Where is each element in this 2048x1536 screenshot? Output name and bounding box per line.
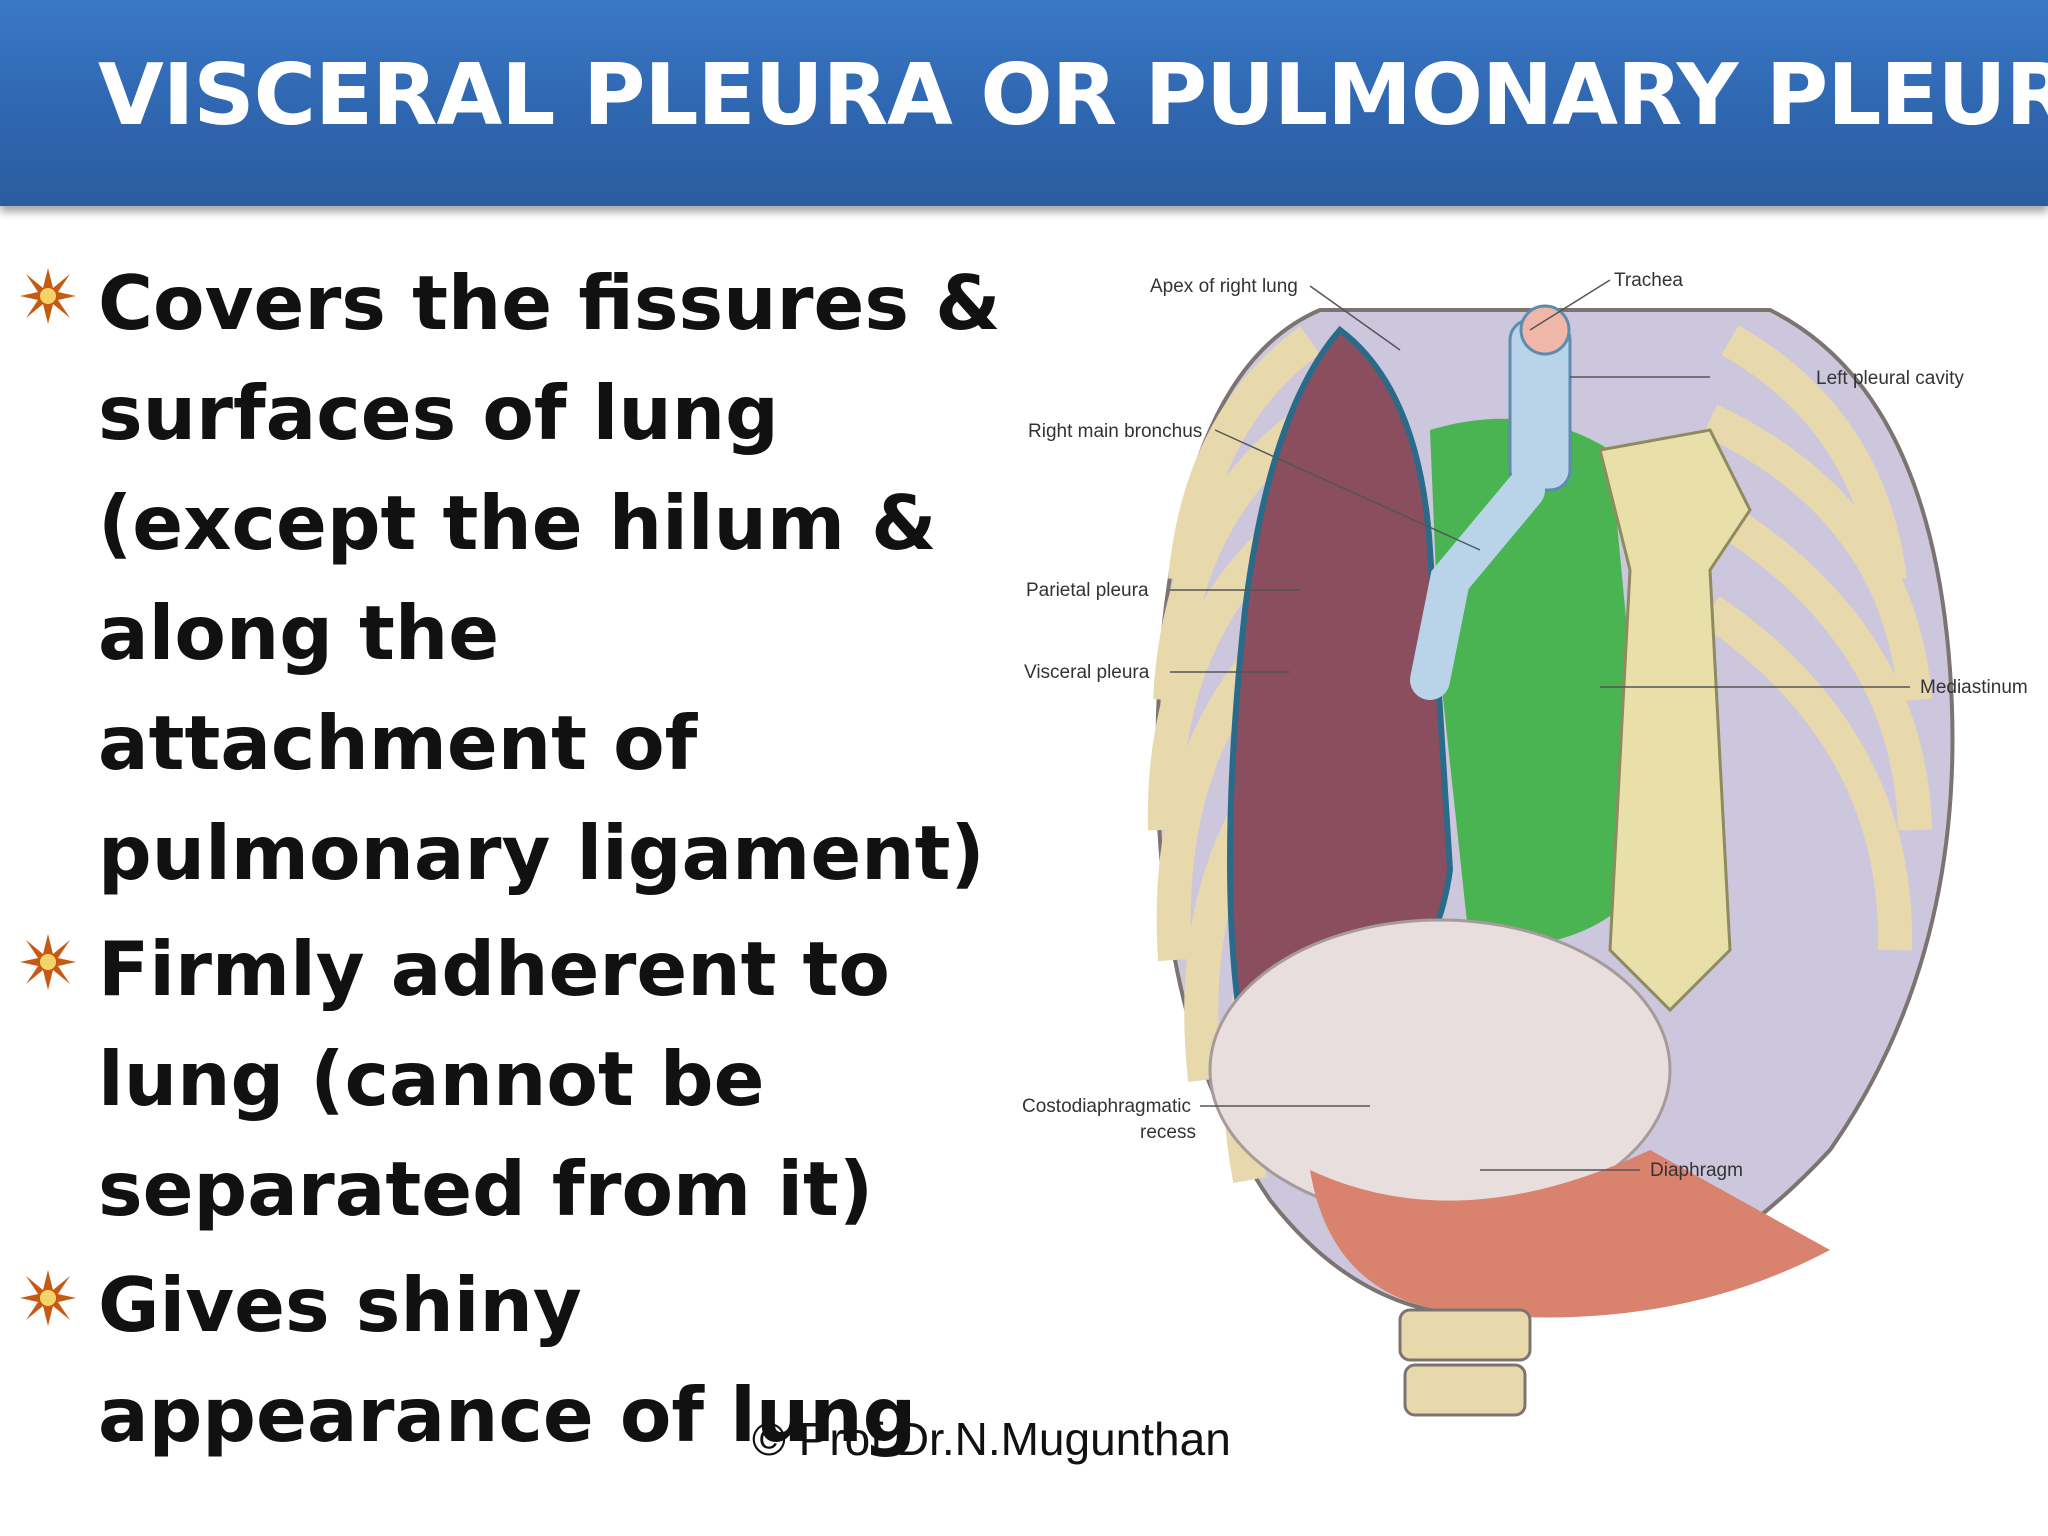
vertebral-column (1398, 1308, 1532, 1417)
slide-title: VISCERAL PLEURA OR PULMONARY PLEURA (98, 46, 2048, 145)
bullet-text: Covers the fissures & surfaces of lung (… (98, 259, 1001, 897)
star-burst-icon (20, 1270, 76, 1326)
label-left-pleural-cavity: Left pleural cavity (1816, 368, 1964, 389)
diaphragm-muscle (1310, 1150, 1830, 1318)
bullet-text: Gives shiny appearance of lung (98, 1261, 917, 1459)
sternum (1598, 428, 1752, 1013)
label-recess: recess (1140, 1122, 1196, 1143)
label-diaphragm: Diaphragm (1650, 1160, 1743, 1181)
bullet-text: Firmly adherent to lung (cannot be separ… (98, 925, 890, 1233)
label-right-main-bronchus: Right main bronchus (1028, 421, 1202, 442)
label-apex: Apex of right lung (1150, 276, 1298, 297)
title-bar: VISCERAL PLEURA OR PULMONARY PLEURA (0, 0, 2048, 206)
star-burst-icon (20, 934, 76, 990)
thorax-pleura-illustration: Apex of right lung Trachea Left pleural … (1022, 270, 2028, 1417)
star-burst-icon (20, 268, 76, 324)
bullet-item: Firmly adherent to lung (cannot be separ… (0, 914, 1010, 1244)
bullet-list: Covers the fissures & surfaces of lung (… (0, 248, 1010, 1470)
bullet-item: Gives shiny appearance of lung (0, 1250, 1010, 1470)
label-trachea: Trachea (1614, 270, 1683, 291)
label-mediastinum: Mediastinum (1920, 677, 2028, 698)
trachea-bronchi (1410, 304, 1572, 700)
label-parietal-pleura: Parietal pleura (1026, 580, 1149, 601)
copyright-text: © Prof.Dr.N.Mugunthan (752, 1413, 1231, 1465)
bullet-item: Covers the fissures & surfaces of lung (… (0, 248, 1010, 908)
leader-lines (1170, 279, 1910, 1171)
label-visceral-pleura: Visceral pleura (1024, 662, 1150, 683)
label-costodiaphragmatic: Costodiaphragmatic (1022, 1096, 1191, 1117)
